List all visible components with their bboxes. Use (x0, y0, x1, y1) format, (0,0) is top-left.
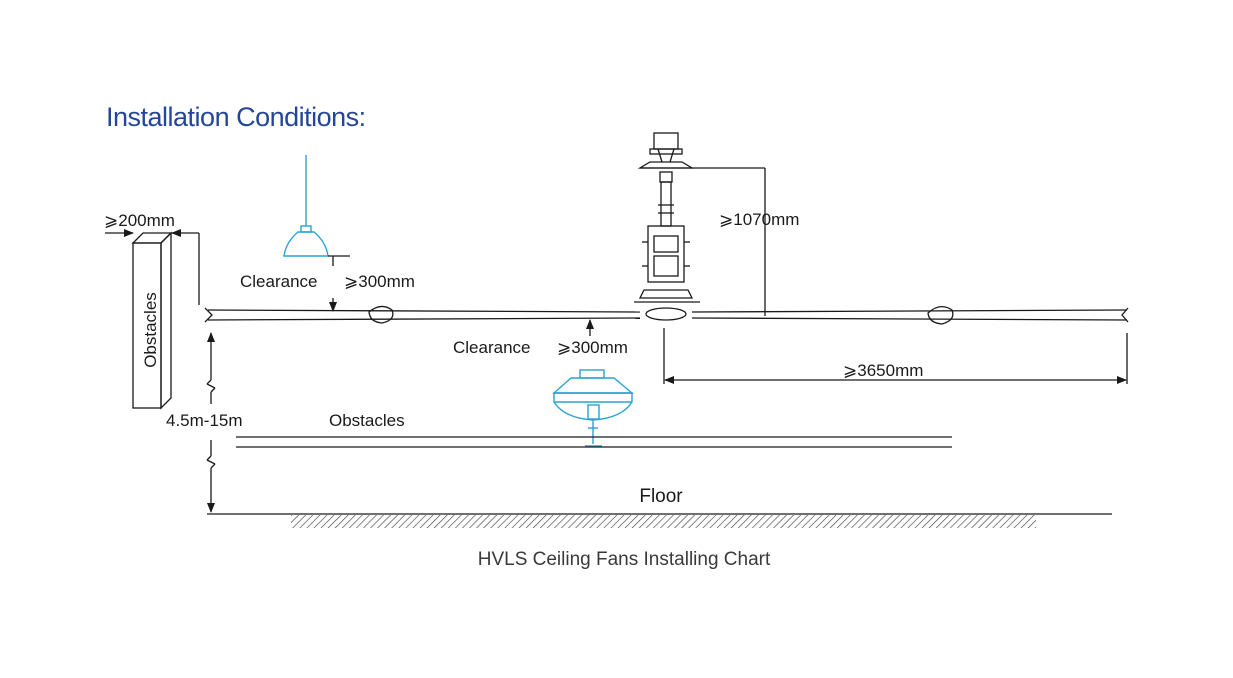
blade-radius-dimension: ⩾3650mm (663, 328, 1128, 384)
pendant-lamp (283, 155, 329, 257)
lamp-clearance-dimension: Clearance ⩾300mm (240, 255, 415, 312)
lamp-clearance-value: ⩾300mm (344, 272, 415, 291)
floor-obstacles-label: Obstacles (329, 411, 405, 430)
wall-gap-label: ⩾200mm (104, 211, 175, 230)
fan-blades (204, 305, 1129, 325)
hvls-fan: ⩾1070mm (634, 132, 799, 321)
hanging-fixture (552, 369, 634, 447)
blade-clearance-value: ⩾300mm (557, 338, 628, 357)
floor-obstacles: Obstacles (236, 411, 952, 448)
wall-obstacle: Obstacles (131, 231, 173, 410)
install-height-dimension: 4.5m-15m (166, 332, 243, 513)
diagram-caption: HVLS Ceiling Fans Installing Chart (478, 549, 771, 570)
wall-obstacle-label: Obstacles (141, 292, 160, 368)
blade-clearance-dimension: Clearance ⩾300mm (453, 319, 628, 357)
wall-gap-dimension: ⩾200mm (104, 211, 200, 305)
page-title: Installation Conditions: (106, 102, 366, 132)
blade-clearance-label: Clearance (453, 338, 531, 357)
floor-label: Floor (639, 486, 683, 507)
floor: Floor (207, 486, 1112, 528)
lamp-clearance-label: Clearance (240, 272, 318, 291)
blade-radius-label: ⩾3650mm (843, 361, 923, 380)
mount-height-label: ⩾1070mm (719, 210, 799, 229)
install-height-label: 4.5m-15m (166, 411, 243, 430)
